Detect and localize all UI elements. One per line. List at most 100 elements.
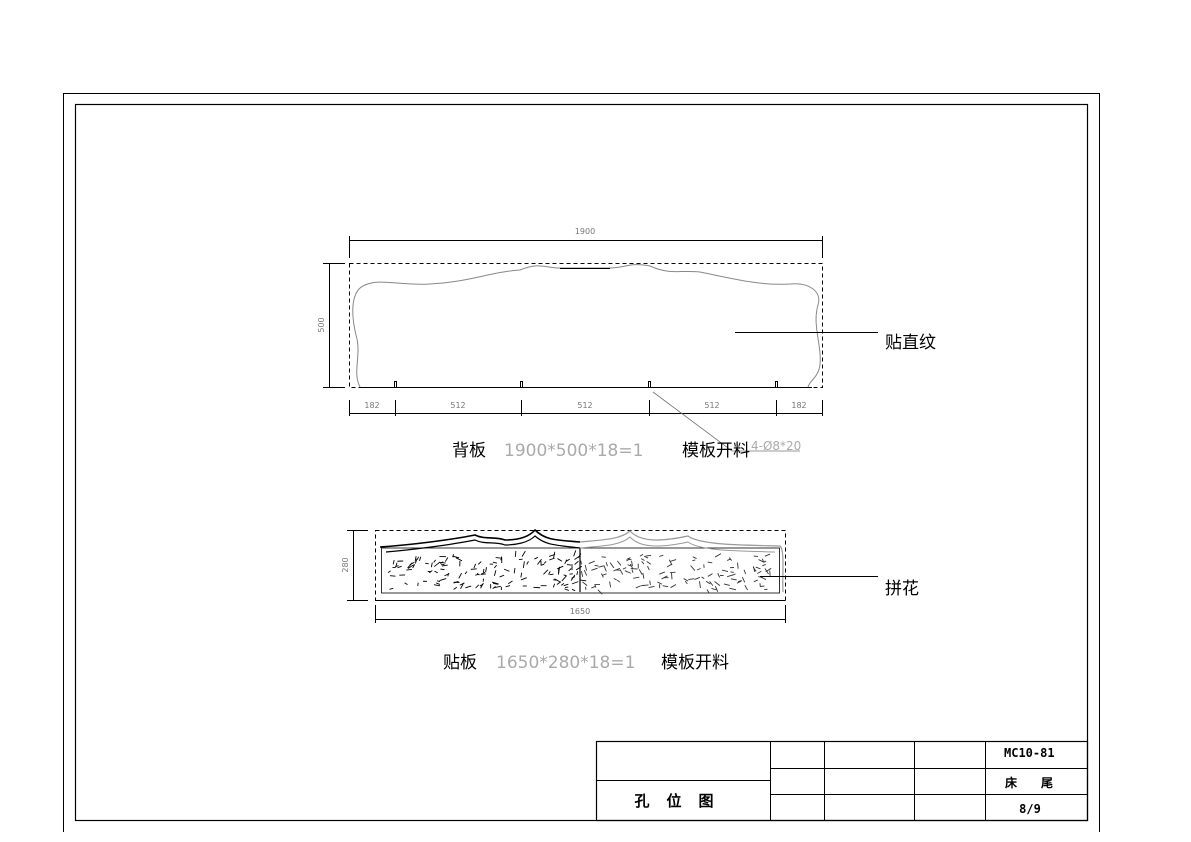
panel-bounding-box: [375, 530, 786, 601]
hatch-stroke: [626, 558, 631, 562]
hatch-stroke: [635, 585, 641, 589]
hatch-stroke: [455, 557, 463, 562]
hatch-stroke: [543, 561, 547, 564]
model-code: MC10-81: [1004, 746, 1055, 760]
hatch-stroke: [659, 571, 666, 575]
hatch-stroke: [534, 556, 539, 560]
hatch-stroke: [395, 562, 398, 568]
hatch-stroke: [389, 575, 396, 577]
hatch-stroke: [648, 585, 655, 589]
hatch-stroke: [579, 579, 587, 582]
veneer-panel-drawing: 280 1650 拼花 贴板 1650*280*18=1 模板开料: [341, 528, 919, 673]
hatch-stroke: [616, 579, 621, 583]
hatch-stroke: [568, 568, 572, 572]
hatch-stroke: [481, 572, 486, 575]
hatch-stroke: [643, 555, 649, 559]
marquetry-hatch: [387, 550, 772, 595]
hatch-stroke: [629, 563, 634, 570]
hatch-stroke: [499, 574, 505, 578]
hatch-stroke: [584, 564, 587, 571]
hatch-stroke: [683, 578, 689, 582]
hatch-stroke: [571, 576, 576, 579]
hatch-stroke: [548, 571, 551, 575]
hatch-stroke: [436, 582, 441, 585]
hatch-stroke: [543, 569, 549, 575]
hatch-stroke: [387, 570, 391, 573]
part-name: 床 尾: [1005, 775, 1053, 790]
hatch-stroke: [557, 565, 564, 570]
hatch-stroke: [412, 564, 415, 569]
hatch-stroke: [727, 574, 734, 578]
hatch-stroke: [491, 581, 499, 585]
hatch-stroke: [453, 586, 458, 590]
hatch-stroke: [647, 565, 650, 571]
hatch-stroke: [662, 585, 669, 588]
hatch-stroke: [705, 580, 711, 585]
hatch-stroke: [476, 572, 480, 576]
hatch-stroke: [438, 561, 446, 564]
hatch-stroke: [563, 574, 567, 577]
hatch-stroke: [639, 553, 644, 557]
hatch-stroke: [485, 567, 487, 573]
hatch-stroke: [613, 567, 621, 572]
hatch-stroke: [493, 585, 501, 589]
hatch-stroke: [561, 575, 567, 582]
title-block: [595, 740, 1089, 822]
hatch-stroke: [714, 581, 721, 586]
hatch-stroke: [616, 560, 622, 566]
hatch-stroke: [659, 554, 664, 557]
hatch-stroke: [594, 565, 599, 567]
height-dimension: [323, 263, 345, 388]
width-dimension: [375, 605, 786, 623]
panel-name: 贴板: [443, 653, 477, 673]
hatch-stroke: [609, 581, 612, 588]
hatch-stroke: [701, 576, 705, 580]
hatch-stroke: [433, 584, 441, 587]
inlay-inner-right: [579, 536, 776, 553]
hatch-stroke: [556, 581, 562, 585]
hatch-stroke: [514, 550, 517, 557]
hatch-stroke: [721, 569, 729, 573]
hatch-stroke: [736, 580, 742, 584]
hatch-stroke: [723, 583, 730, 586]
hatch-stroke: [626, 557, 631, 560]
hatch-stroke: [646, 561, 651, 565]
hatch-stroke: [603, 565, 607, 572]
hatch-stroke: [598, 565, 605, 568]
hatch-stroke: [582, 581, 588, 586]
hatch-stroke: [744, 585, 749, 591]
panel-name: 背板: [452, 441, 486, 461]
hatch-stroke: [638, 569, 643, 575]
hatch-stroke: [760, 576, 767, 580]
hatch-stroke: [563, 583, 569, 587]
hatch-stroke: [758, 559, 765, 563]
hatch-stroke: [475, 584, 480, 589]
hatch-stroke: [699, 581, 701, 588]
hatch-stroke: [505, 585, 511, 588]
hatch-stroke: [633, 576, 640, 579]
spacing-dim-label: 182: [364, 401, 379, 410]
hatch-stroke: [583, 569, 588, 576]
hatch-stroke: [492, 586, 496, 590]
hatch-stroke: [407, 564, 415, 569]
hatch-stroke: [414, 558, 418, 564]
hatch-stroke: [580, 560, 582, 565]
spacing-dim-label: 512: [704, 401, 719, 410]
hatch-stroke: [707, 561, 713, 564]
drawing-frame: [63, 93, 1100, 832]
hatch-stroke: [640, 558, 645, 561]
height-dim-label: 500: [317, 317, 326, 332]
hatch-stroke: [447, 573, 449, 577]
hatch-stroke: [765, 567, 772, 573]
hatch-stroke: [600, 573, 604, 578]
hatch-stroke: [619, 569, 624, 575]
hatch-stroke: [452, 555, 460, 559]
hatch-stroke: [743, 569, 747, 575]
hatch-stroke: [576, 571, 579, 576]
hatch-stroke: [425, 562, 429, 565]
hatch-stroke: [609, 562, 615, 569]
hatch-stroke: [613, 578, 617, 581]
inlay-outline-right: [579, 530, 784, 593]
hatch-stroke: [541, 563, 545, 566]
hatch-stroke: [717, 572, 721, 578]
